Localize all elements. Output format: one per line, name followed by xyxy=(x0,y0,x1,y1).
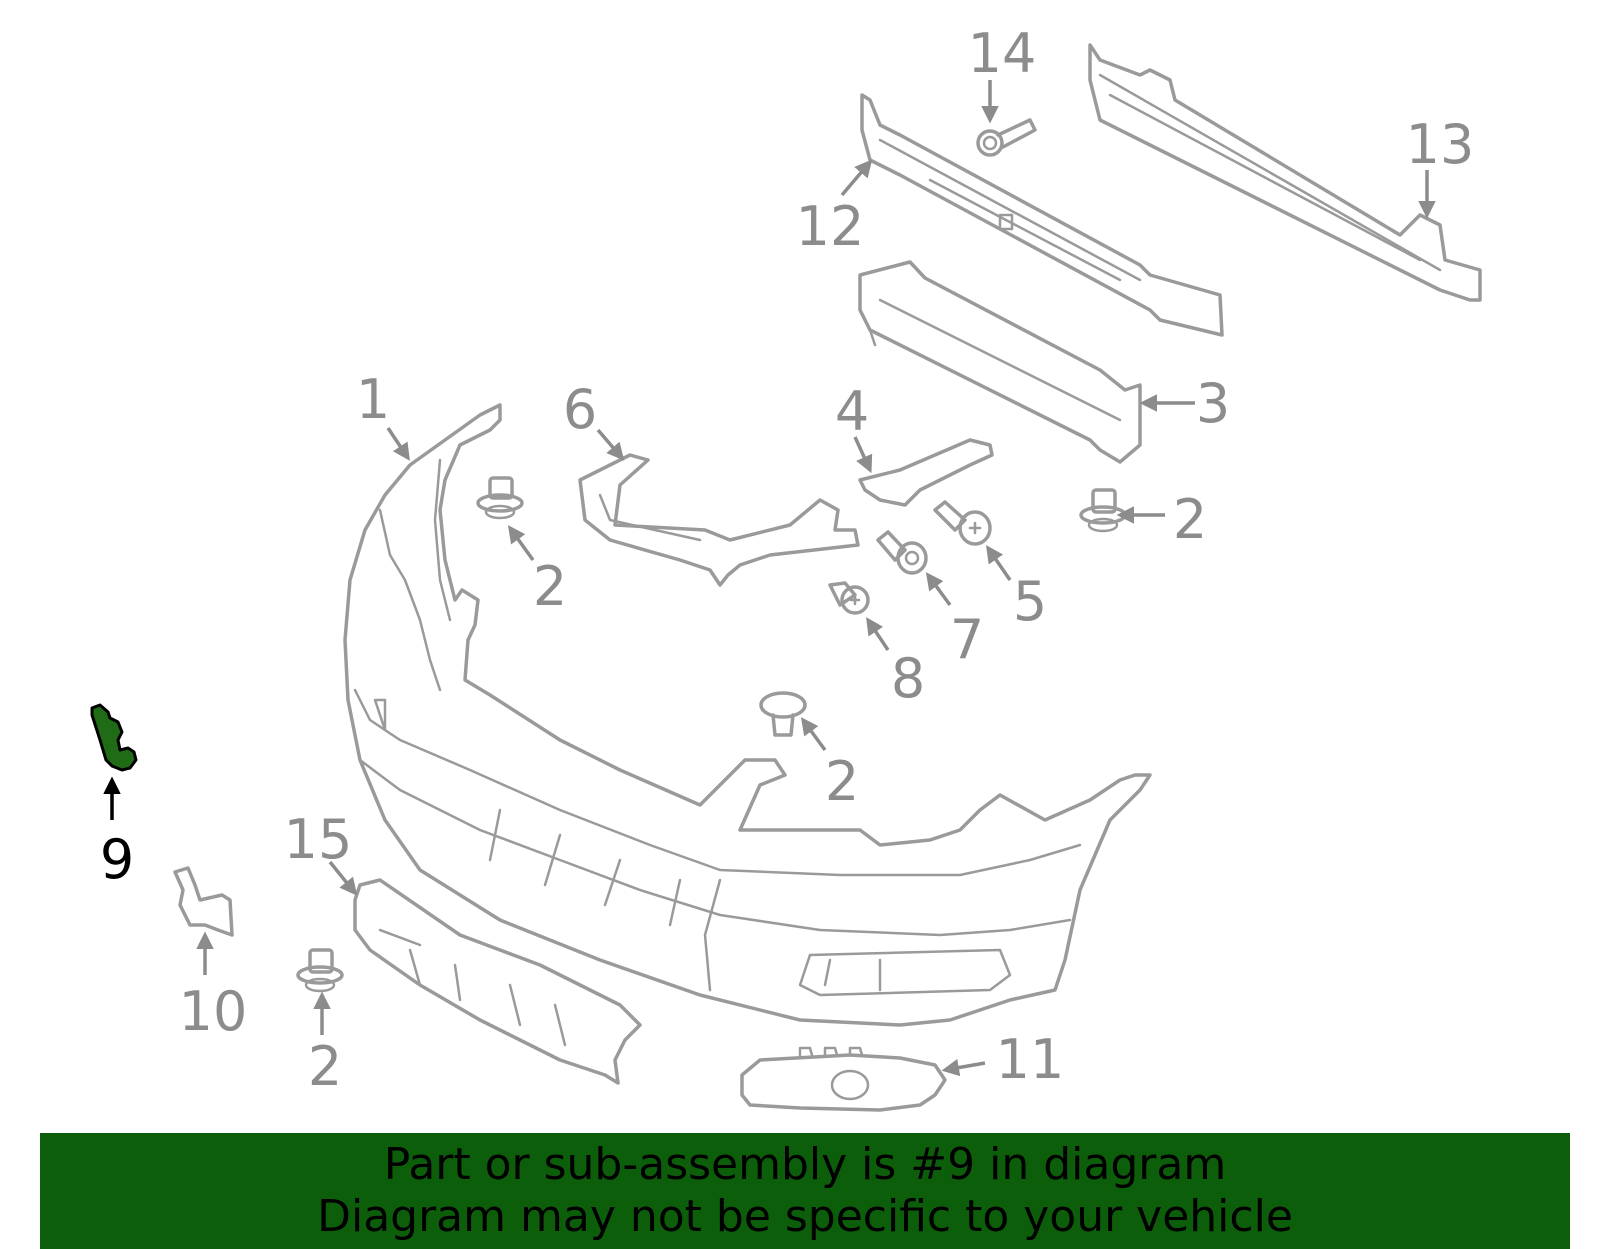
callout-labels: 14 13 12 3 1 6 4 2 2 5 7 8 2 15 9 10 2 1… xyxy=(100,22,1475,1098)
part-3-lower-absorber xyxy=(858,260,1142,464)
callout-14: 14 xyxy=(968,22,1037,85)
info-banner: Part or sub-assembly is #9 in diagram Di… xyxy=(40,1133,1570,1249)
part-14-bolt xyxy=(976,118,1037,157)
part-2-clip-c xyxy=(759,691,807,737)
callout-5: 5 xyxy=(1013,570,1047,633)
callout-3: 3 xyxy=(1196,372,1230,435)
callout-1: 1 xyxy=(356,368,390,431)
part-8-clip xyxy=(828,581,870,615)
part-7-bolt xyxy=(876,530,928,575)
part-2-clip-b xyxy=(1079,488,1127,533)
part-5-screw xyxy=(933,500,992,546)
callout-7: 7 xyxy=(950,608,984,671)
callout-13: 13 xyxy=(1406,113,1475,176)
part-12-absorber-bar xyxy=(860,93,1224,337)
banner-line-part-number: Part or sub-assembly is #9 in diagram xyxy=(383,1139,1227,1190)
part-2-clip-a xyxy=(476,476,524,520)
callout-2-middle: 2 xyxy=(825,750,859,813)
callout-4: 4 xyxy=(835,380,869,443)
callout-12: 12 xyxy=(796,195,865,258)
callout-2-top: 2 xyxy=(533,555,567,618)
part-1-bumper-cover xyxy=(343,403,1152,1027)
leader-lines xyxy=(103,80,1436,1077)
callout-9: 9 xyxy=(100,828,134,891)
part-15-skid-plate xyxy=(353,878,642,1085)
callout-10: 10 xyxy=(179,980,248,1043)
callout-2-bottom: 2 xyxy=(308,1035,342,1098)
banner-line-disclaimer: Diagram may not be specific to your vehi… xyxy=(317,1191,1293,1242)
part-6-bracket xyxy=(578,453,860,587)
callout-11: 11 xyxy=(996,1028,1065,1091)
part-4-bracket xyxy=(858,438,994,507)
callout-8: 8 xyxy=(891,647,925,710)
callout-2-right: 2 xyxy=(1173,488,1207,551)
part-10-bracket xyxy=(173,866,234,937)
callout-6: 6 xyxy=(563,378,597,441)
part-11-fog-bezel xyxy=(740,1046,947,1112)
callout-15: 15 xyxy=(284,808,353,871)
part-13-reinforcement-beam xyxy=(1088,43,1482,302)
part-9-bracket-highlighted xyxy=(90,703,138,772)
part-2-clip-d xyxy=(296,948,344,993)
